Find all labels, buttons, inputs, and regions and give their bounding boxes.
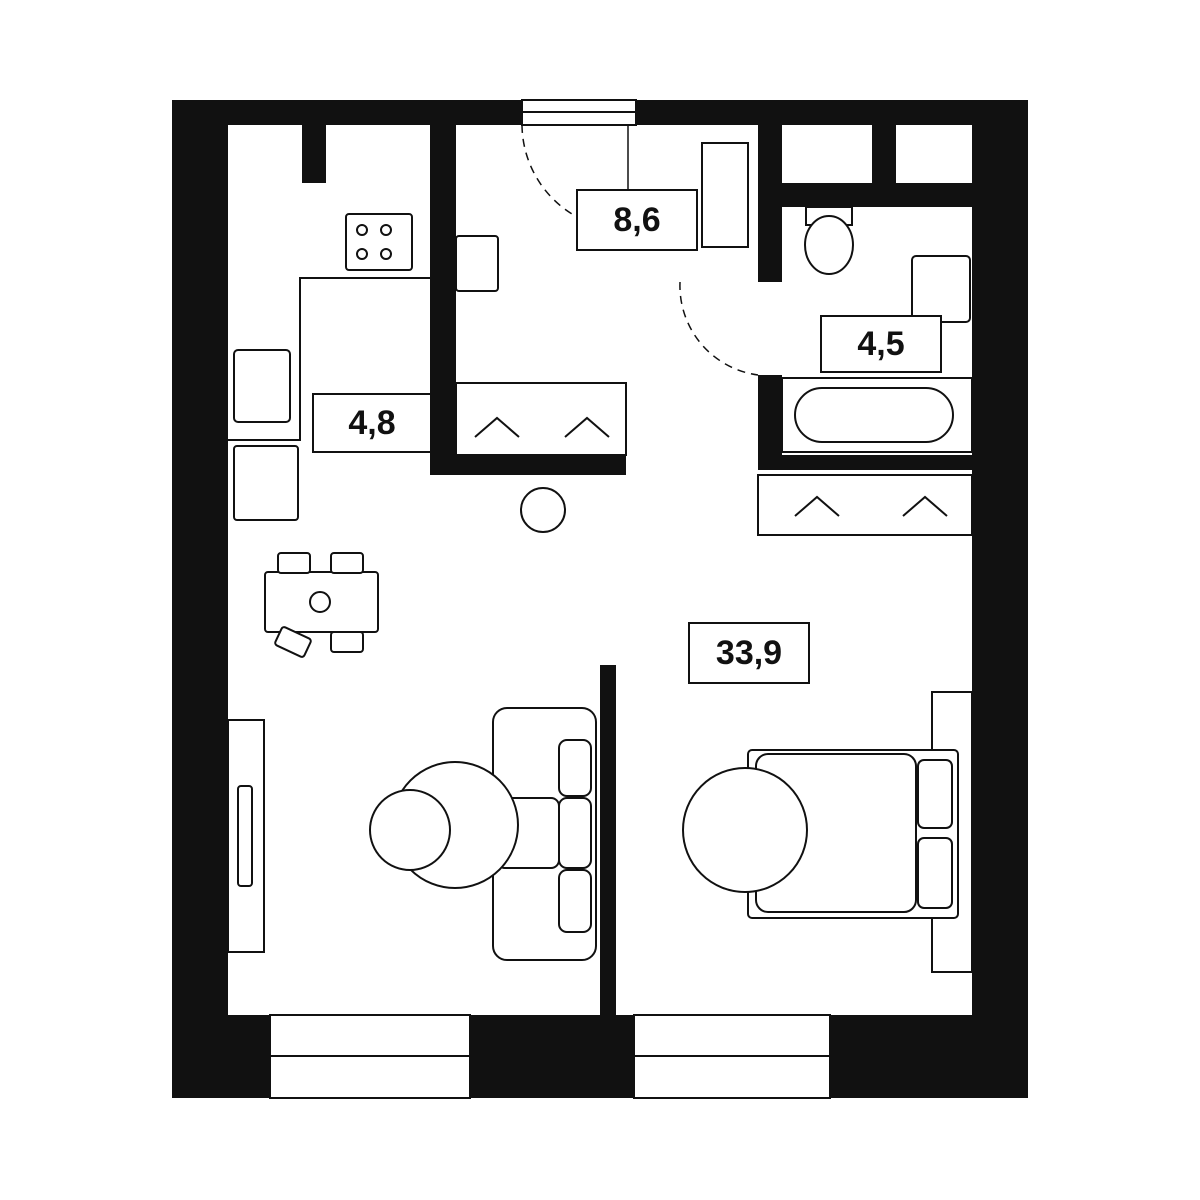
windows (269, 99, 831, 1099)
coffee-table (369, 789, 451, 871)
toilet (804, 215, 854, 275)
walls (172, 100, 1028, 1098)
fridge (233, 445, 299, 521)
room-area-living-room: 33,9 (688, 622, 810, 684)
room-area-bathroom: 4,5 (820, 315, 942, 373)
wardrobe-bath (757, 474, 973, 536)
bedroom-rug (682, 767, 808, 893)
stove (345, 213, 413, 271)
sink (233, 349, 291, 423)
furniture (227, 142, 973, 973)
wardrobe-hall (455, 382, 627, 456)
hall-cabinet (701, 142, 749, 248)
shoe-cabinet (455, 235, 499, 292)
room-area-kitchen: 4,8 (312, 393, 432, 453)
bath-sink (911, 255, 971, 323)
room-area-hallway: 8,6 (576, 189, 698, 251)
